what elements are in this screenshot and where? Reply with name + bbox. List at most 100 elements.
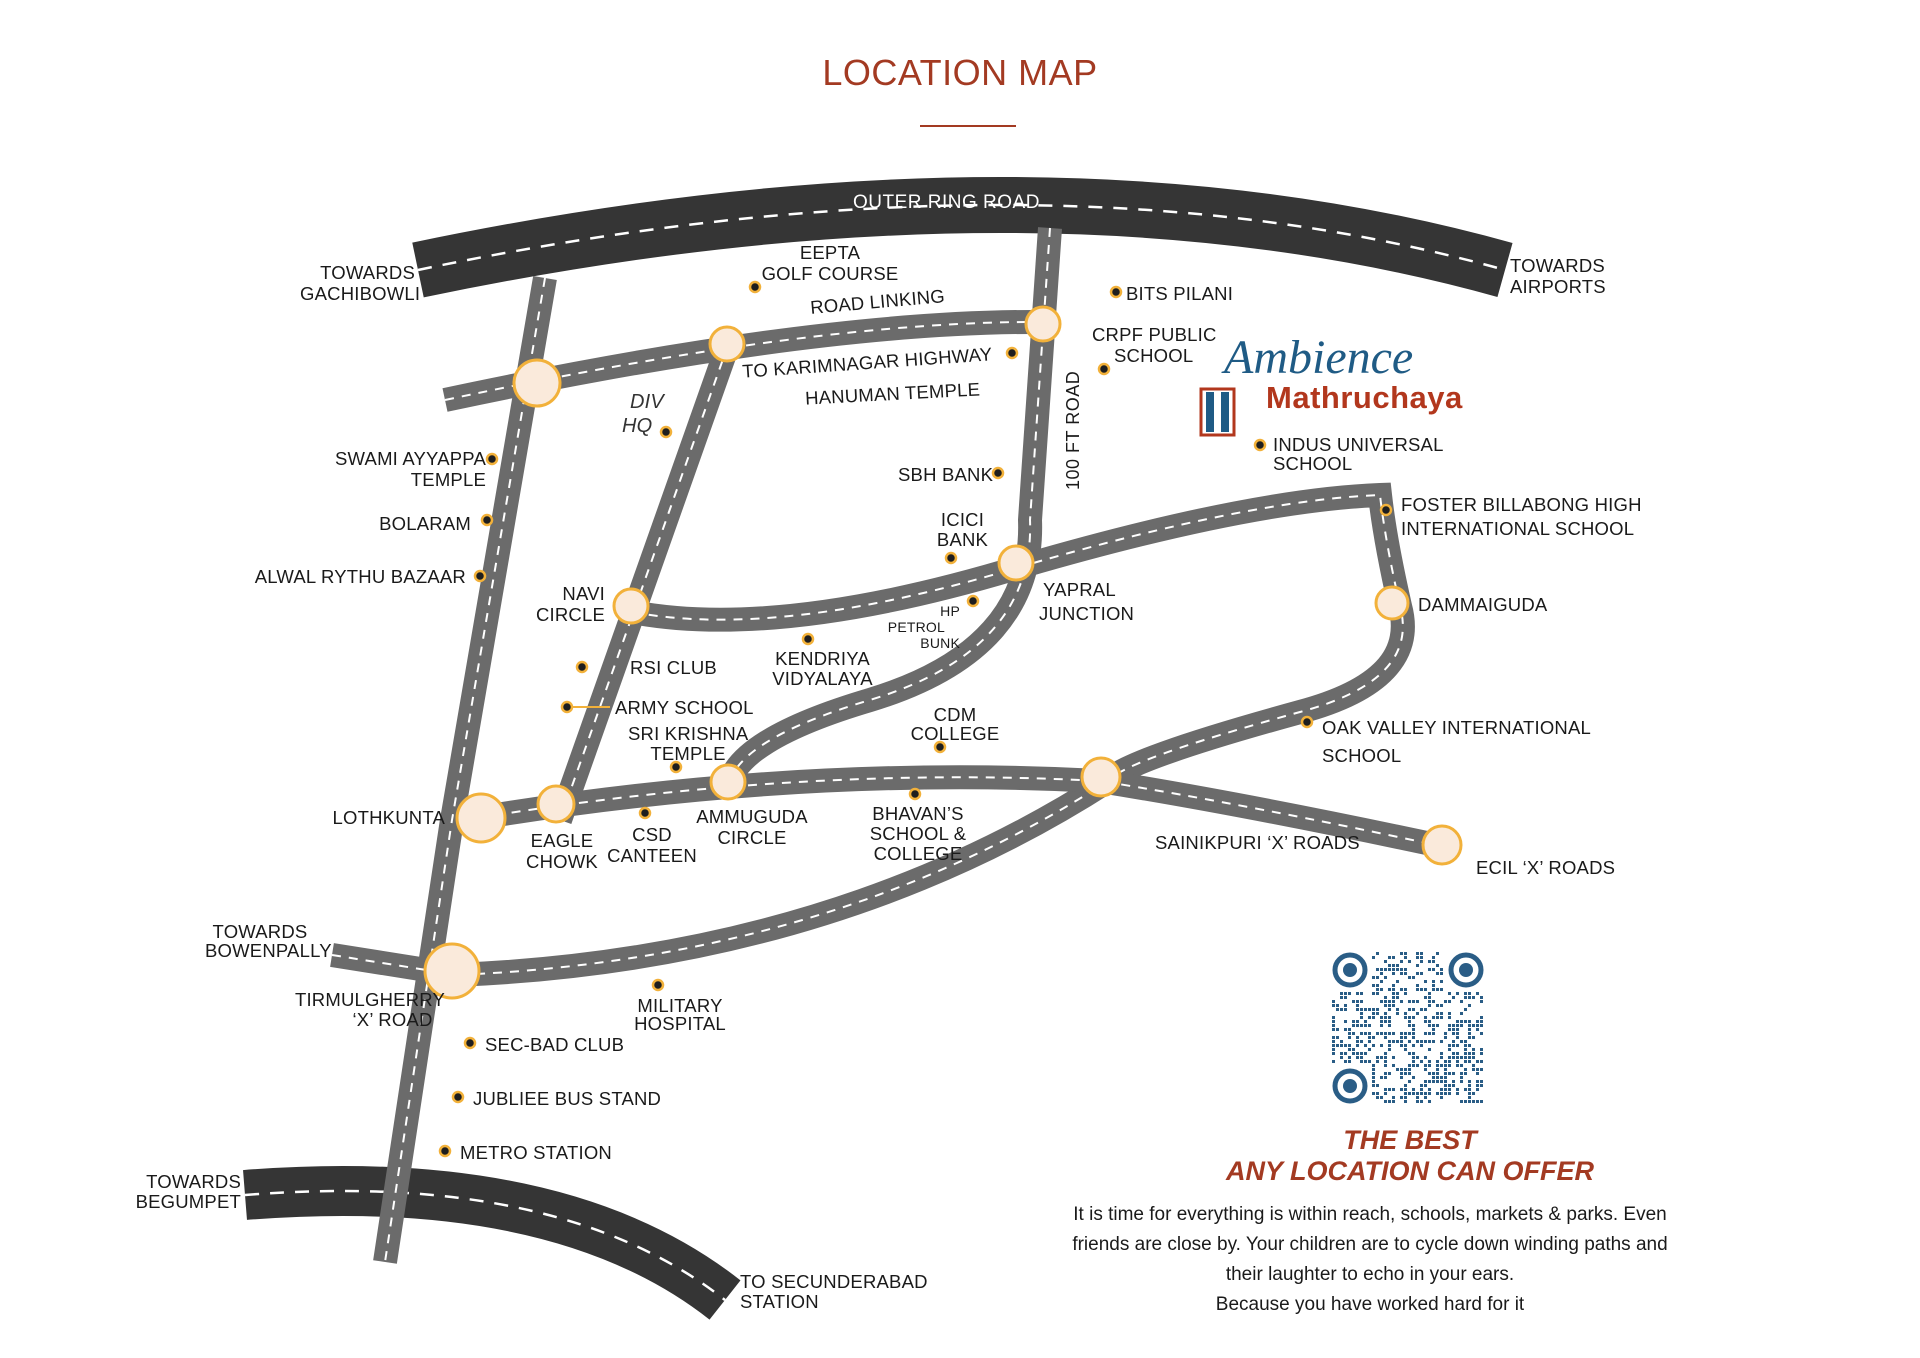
qr-module: [1344, 1028, 1347, 1031]
qr-module: [1332, 1052, 1335, 1055]
label-metro: METRO STATION: [460, 1142, 612, 1163]
jubliee-marker: [451, 1090, 465, 1104]
qr-module: [1368, 1048, 1371, 1051]
junctions: [423, 305, 1463, 1000]
qr-module: [1436, 1064, 1439, 1067]
qr-module: [1460, 1064, 1463, 1067]
qr-module: [1352, 1000, 1355, 1003]
qr-module: [1456, 1032, 1459, 1035]
title-underline: [920, 125, 1016, 127]
qr-module: [1384, 1020, 1387, 1023]
qr-module: [1348, 1028, 1351, 1031]
qr-module: [1404, 1012, 1407, 1015]
qr-module: [1468, 992, 1471, 995]
qr-module: [1460, 1000, 1463, 1003]
qr-module: [1456, 1092, 1459, 1095]
qr-module: [1448, 1064, 1451, 1067]
qr-module: [1424, 980, 1427, 983]
qr-module: [1468, 1020, 1471, 1023]
qr-module: [1424, 996, 1427, 999]
qr-module: [1424, 1016, 1427, 1019]
qr-module: [1396, 968, 1399, 971]
qr-module: [1404, 1096, 1407, 1099]
qr-module: [1384, 976, 1387, 979]
qr-module: [1400, 968, 1403, 971]
qr-module: [1468, 1028, 1471, 1031]
qr-module: [1400, 1040, 1403, 1043]
qr-module: [1368, 1060, 1371, 1063]
qr-module: [1440, 1088, 1443, 1091]
qr-module: [1432, 1016, 1435, 1019]
qr-module: [1432, 1024, 1435, 1027]
qr-module: [1332, 1060, 1335, 1063]
qr-module: [1392, 972, 1395, 975]
qr-module: [1436, 1024, 1439, 1027]
qr-module: [1460, 1100, 1463, 1103]
qr-module: [1440, 1064, 1443, 1067]
qr-module: [1424, 1020, 1427, 1023]
qr-module: [1444, 1036, 1447, 1039]
qr-module: [1440, 968, 1443, 971]
label-lothkunta: LOTHKUNTA: [332, 807, 445, 828]
cdm-marker: [933, 740, 947, 754]
qr-module: [1476, 1100, 1479, 1103]
qr-module: [1388, 956, 1391, 959]
qr-module: [1420, 988, 1423, 991]
qr-module: [1356, 1000, 1359, 1003]
qr-module: [1432, 1028, 1435, 1031]
qr-module: [1428, 1024, 1431, 1027]
qr-module: [1392, 1032, 1395, 1035]
qr-module: [1392, 1088, 1395, 1091]
qr-module: [1388, 1100, 1391, 1103]
qr-module: [1448, 1000, 1451, 1003]
qr-module: [1444, 1064, 1447, 1067]
qr-module: [1400, 1068, 1403, 1071]
qr-module: [1476, 1080, 1479, 1083]
qr-module: [1412, 1064, 1415, 1067]
qr-module: [1392, 1040, 1395, 1043]
qr-module: [1476, 1020, 1479, 1023]
qr-module: [1340, 996, 1343, 999]
qr-module: [1368, 1024, 1371, 1027]
qr-module: [1464, 1048, 1467, 1051]
qr-module: [1412, 1060, 1415, 1063]
qr-module: [1468, 1088, 1471, 1091]
qr-module: [1464, 1068, 1467, 1071]
qr-module: [1464, 1020, 1467, 1023]
qr-module: [1372, 1076, 1375, 1079]
qr-module: [1436, 972, 1439, 975]
qr-modules: [1332, 952, 1483, 1103]
qr-module: [1428, 1004, 1431, 1007]
qr-module: [1464, 1008, 1467, 1011]
qr-module: [1360, 1000, 1363, 1003]
qr-module: [1440, 988, 1443, 991]
qr-module: [1380, 980, 1383, 983]
qr-module: [1476, 992, 1479, 995]
qr-module: [1408, 1092, 1411, 1095]
qr-module: [1344, 1020, 1347, 1023]
qr-module: [1360, 1056, 1363, 1059]
qr-module: [1476, 1024, 1479, 1027]
qr-module: [1356, 1056, 1359, 1059]
qr-module: [1420, 960, 1423, 963]
qr-module: [1344, 1052, 1347, 1055]
qr-module: [1464, 1044, 1467, 1047]
qr-module: [1444, 1084, 1447, 1087]
qr-module: [1448, 1056, 1451, 1059]
qr-module: [1480, 1032, 1483, 1035]
qr-module: [1420, 1100, 1423, 1103]
qr-module: [1352, 1048, 1355, 1051]
qr-module: [1400, 1096, 1403, 1099]
qr-module: [1364, 1024, 1367, 1027]
qr-module: [1424, 1068, 1427, 1071]
hanuman-marker: [1005, 346, 1019, 360]
qr-module: [1432, 988, 1435, 991]
qr-module: [1440, 1056, 1443, 1059]
qr-module: [1452, 1040, 1455, 1043]
qr-module: [1392, 964, 1395, 967]
qr-module: [1332, 1000, 1335, 1003]
qr-module: [1404, 1044, 1407, 1047]
qr-module: [1380, 968, 1383, 971]
